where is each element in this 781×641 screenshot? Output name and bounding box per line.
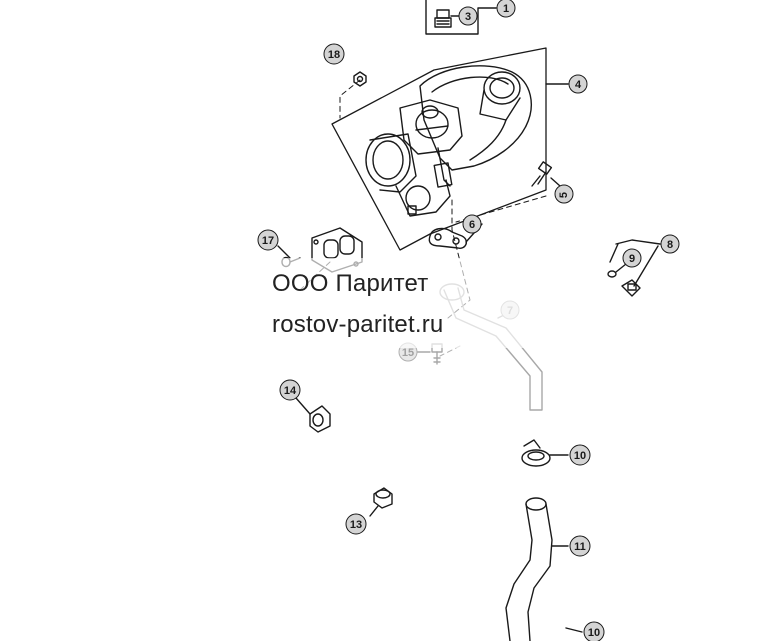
callout-10-lower-label: 10 (588, 627, 600, 639)
part-18-nut (353, 71, 367, 87)
callout-10-upper: 10 (569, 444, 591, 466)
callout-13: 13 (345, 513, 367, 535)
part-11-hose (505, 497, 569, 641)
callout-3-label: 3 (465, 11, 471, 23)
callout-18: 18 (323, 43, 345, 65)
part-13-bushing (369, 487, 393, 517)
callout-14-label: 14 (284, 385, 297, 397)
part-1-bracket (425, 0, 497, 35)
part-10-clamp-upper (521, 439, 569, 467)
callout-6-label: 6 (469, 219, 475, 231)
callout-15-label: 15 (402, 347, 414, 359)
part-5-bolt (531, 161, 561, 187)
callout-8-label: 8 (667, 239, 673, 251)
callout-13-label: 13 (350, 519, 362, 531)
turbocharger-frame (331, 47, 569, 251)
callout-5-label: 5 (558, 192, 570, 198)
part-14-bushing (295, 397, 331, 433)
callout-17: 17 (257, 229, 279, 251)
part-10-lower-leader (565, 627, 583, 633)
callout-9: 9 (622, 248, 642, 268)
turbocharger (365, 65, 532, 217)
part-15-bolt (415, 343, 443, 365)
callout-1-label: 1 (503, 3, 509, 15)
callout-11: 11 (569, 535, 591, 557)
callout-5: 5 (554, 184, 574, 204)
watermark-website: rostov-paritet.ru (272, 311, 444, 338)
callout-3: 3 (458, 6, 478, 26)
callout-18-label: 18 (328, 49, 340, 61)
part-8-bracket (609, 239, 661, 287)
callout-10-lower: 10 (583, 621, 605, 641)
callout-14: 14 (279, 379, 301, 401)
callout-10-upper-label: 10 (574, 450, 586, 462)
part-9-washer (607, 263, 627, 278)
callout-4-label: 4 (575, 79, 582, 91)
callout-1: 1 (496, 0, 516, 18)
callout-9-label: 9 (629, 253, 635, 265)
callout-4: 4 (568, 74, 588, 94)
watermark-company: ООО Паритет (272, 270, 429, 297)
part-8-plug (621, 279, 641, 297)
part-3-fitting (434, 9, 462, 28)
callout-17-label: 17 (262, 235, 274, 247)
callout-8: 8 (660, 234, 680, 254)
callout-11-label: 11 (574, 541, 586, 553)
watermark-backdrop (252, 258, 542, 348)
callout-6: 6 (462, 214, 482, 234)
